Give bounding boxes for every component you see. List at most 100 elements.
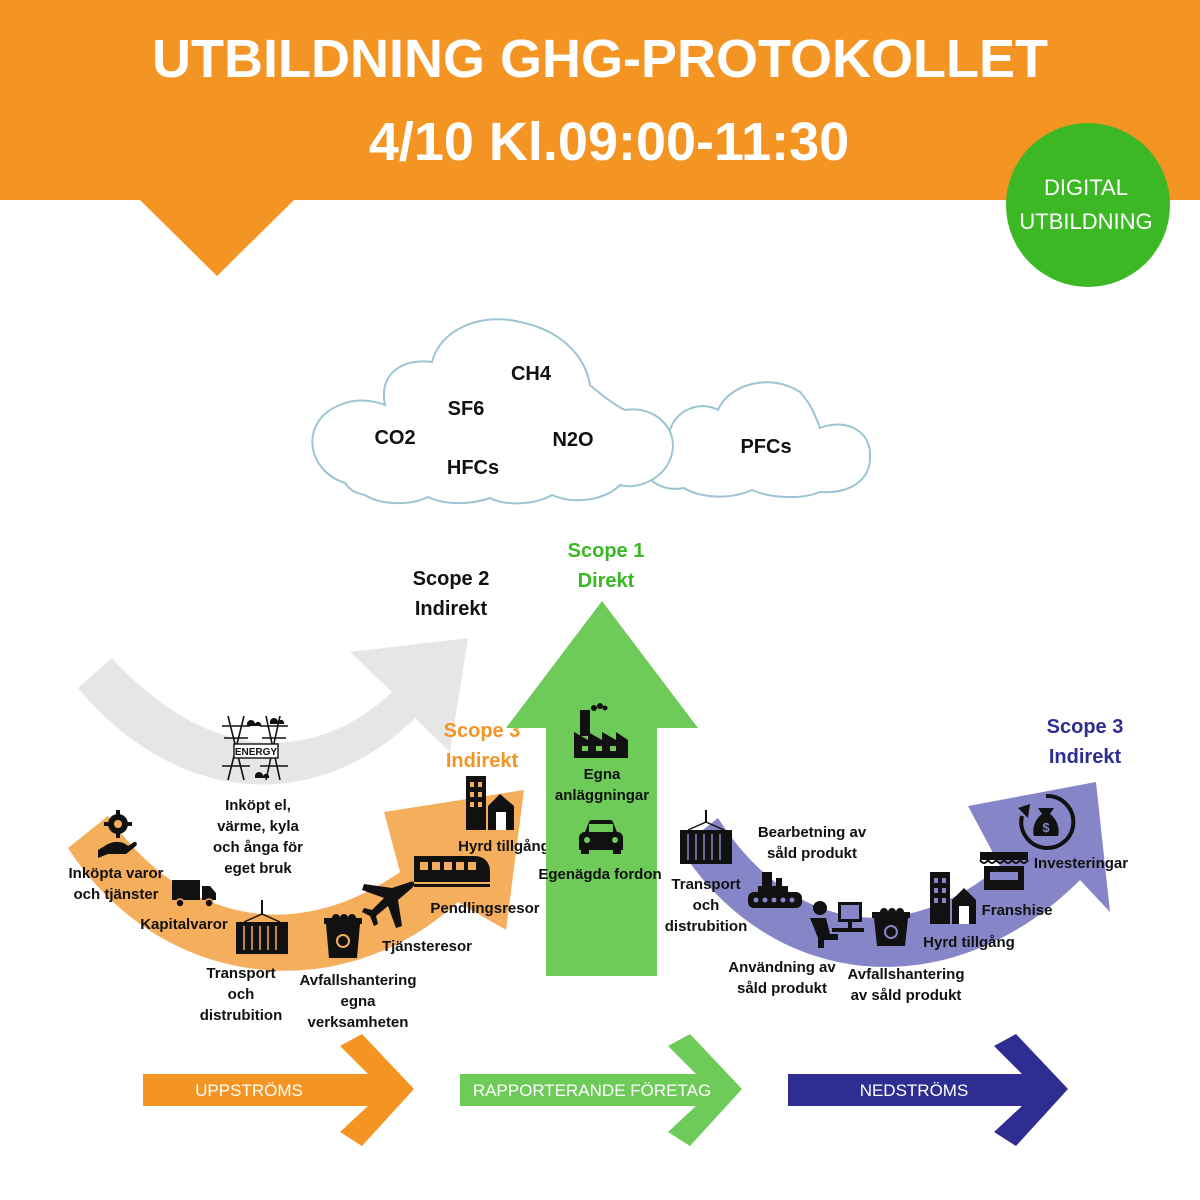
- use-line-2: såld produkt: [737, 980, 827, 997]
- gas-sf6: SF6: [448, 398, 485, 420]
- down-waste-line-1: Avfallshantering: [848, 966, 965, 983]
- building-icon-downstream: [930, 872, 976, 924]
- upstream-bottom-arrow: UPPSTRÖMS: [143, 1034, 414, 1146]
- use-line-1: Användning av: [728, 959, 836, 976]
- scope1-label-line2: Direkt: [578, 570, 635, 592]
- computer-user-icon: [810, 901, 864, 948]
- downstream-bottom-label: NEDSTRÖMS: [860, 1081, 969, 1100]
- up-transport-line-3: distrubition: [200, 1007, 283, 1024]
- badge-line-2: UTBILDNING: [1019, 209, 1152, 234]
- facilities-label: Egna anläggningar: [555, 766, 649, 804]
- svg-text:ENERGY: ENERGY: [235, 747, 278, 758]
- investments-label: Investeringar: [1034, 855, 1128, 872]
- scope1-arrow-shape: [506, 601, 698, 976]
- upstream-bottom-label: UPPSTRÖMS: [195, 1081, 303, 1100]
- scope3-upstream-arrow: [68, 790, 524, 971]
- scope2-arrow-shape: [78, 638, 468, 785]
- upstream-waste-label: Avfallshantering egna verksamheten: [300, 972, 417, 1031]
- shop-icon: [979, 852, 1029, 890]
- gas-n2o: N2O: [552, 429, 593, 451]
- truck-icon: [172, 880, 216, 908]
- use-label: Användning av såld produkt: [728, 959, 836, 997]
- vehicles-label: Egenägda fordon: [538, 866, 661, 883]
- gas-co2: CO2: [374, 427, 415, 449]
- up-transport-line-2: och: [228, 986, 255, 1003]
- scope2-energy-label: Inköpt el, värme, kyla och ånga för eget…: [213, 797, 303, 877]
- car-icon: [579, 820, 623, 854]
- purchased-line-1: Inköpta varor: [68, 865, 163, 882]
- scope3-down-label-line2: Indirekt: [1049, 746, 1122, 768]
- down-transport-line-2: och: [693, 897, 720, 914]
- factory-icon: [574, 703, 628, 758]
- scope3-down-label-line1: Scope 3: [1047, 716, 1124, 738]
- building-icon-upstream: [466, 776, 514, 830]
- scope2-label-line2: Indirekt: [415, 598, 488, 620]
- cloud-small: PFCs: [618, 381, 872, 499]
- energy-icon: ENERGY: [222, 715, 288, 781]
- gear-hand-icon: [98, 810, 137, 858]
- scope3-up-label-line1: Scope 3: [444, 720, 521, 742]
- down-transport-line-3: distrubition: [665, 918, 748, 935]
- processing-line-1: Bearbetning av: [758, 824, 867, 841]
- scope3-downstream-arrow-shape: [680, 782, 1110, 967]
- processing-label: Bearbetning av såld produkt: [758, 824, 867, 862]
- reporting-bottom-arrow-shape: [460, 1034, 742, 1146]
- facilities-line-2: anläggningar: [555, 787, 649, 804]
- energy-line-3: och ånga för: [213, 839, 303, 856]
- gas-pfcs: PFCs: [740, 436, 791, 458]
- franchise-label: Franshise: [982, 902, 1053, 919]
- down-waste-line-2: av såld produkt: [851, 987, 962, 1004]
- downstream-transport-label: Transport och distrubition: [665, 876, 748, 935]
- cloud-big: CH4 SF6 CO2 N2O HFCs: [311, 318, 674, 505]
- scope3-up-label-line2: Indirekt: [446, 750, 519, 772]
- container-icon: [236, 900, 288, 954]
- gas-hfcs: HFCs: [447, 457, 499, 479]
- svg-text:$: $: [1042, 820, 1050, 835]
- badge-line-1: DIGITAL: [1044, 175, 1128, 200]
- scope1-label-line1: Scope 1: [568, 540, 645, 562]
- travel-label: Tjänsteresor: [382, 938, 472, 955]
- digital-badge: DIGITAL UTBILDNING: [1006, 123, 1170, 287]
- downstream-bottom-arrow: NEDSTRÖMS: [788, 1034, 1068, 1146]
- money-bag-icon: $: [1018, 793, 1076, 850]
- inkopta-label: Inköpta varor och tjänster: [68, 865, 163, 903]
- energy-line-4: eget bruk: [224, 860, 292, 877]
- header-banner: UTBILDNING GHG-PROTOKOLLET 4/10 Kl.09:00…: [0, 0, 1200, 276]
- energy-line-2: värme, kyla: [217, 818, 299, 835]
- downstream-waste-label: Avfallshantering av såld produkt: [848, 966, 965, 1004]
- reporting-bottom-label: RAPPORTERANDE FÖRETAG: [473, 1081, 711, 1100]
- page-subtitle: 4/10 Kl.09:00-11:30: [369, 112, 849, 172]
- upstream-leased-label: Hyrd tillgång: [458, 838, 550, 855]
- up-waste-line-3: verksamheten: [308, 1014, 409, 1031]
- gas-ch4: CH4: [511, 363, 552, 385]
- badge-circle: [1006, 123, 1170, 287]
- upstream-transport-label: Transport och distrubition: [200, 965, 283, 1024]
- up-waste-line-1: Avfallshantering: [300, 972, 417, 989]
- scope3-upstream-arrow-shape: [68, 790, 524, 971]
- upstream-bottom-arrow-shape: [143, 1034, 414, 1146]
- assembly-line-icon: [748, 872, 802, 908]
- downstream-leased-label: Hyrd tillgång: [923, 934, 1015, 951]
- downstream-bottom-arrow-shape: [788, 1034, 1068, 1146]
- facilities-line-1: Egna: [584, 766, 621, 783]
- header-background: [0, 0, 1200, 200]
- up-transport-line-1: Transport: [206, 965, 275, 982]
- commute-label: Pendlingsresor: [430, 900, 539, 917]
- up-waste-line-2: egna: [340, 993, 376, 1010]
- purchased-line-2: och tjänster: [73, 886, 158, 903]
- energy-line-1: Inköpt el,: [225, 797, 291, 814]
- header-pointer: [140, 200, 294, 276]
- reporting-bottom-arrow: RAPPORTERANDE FÖRETAG: [460, 1034, 742, 1146]
- scope2-arrow: [78, 638, 468, 785]
- scope1-arrow: [506, 601, 698, 976]
- cloud-big-shape: [311, 318, 674, 505]
- scope2-label-line1: Scope 2: [413, 568, 490, 590]
- processing-line-2: såld produkt: [767, 845, 857, 862]
- scope3-downstream-arrow: [680, 782, 1110, 967]
- down-transport-line-1: Transport: [671, 876, 740, 893]
- waste-bin-icon: [324, 914, 362, 958]
- plane-icon: [362, 881, 415, 928]
- container-icon-downstream: [680, 810, 732, 864]
- waste-bin-icon-downstream: [872, 908, 910, 946]
- page-title: UTBILDNING GHG-PROTOKOLLET: [152, 29, 1048, 89]
